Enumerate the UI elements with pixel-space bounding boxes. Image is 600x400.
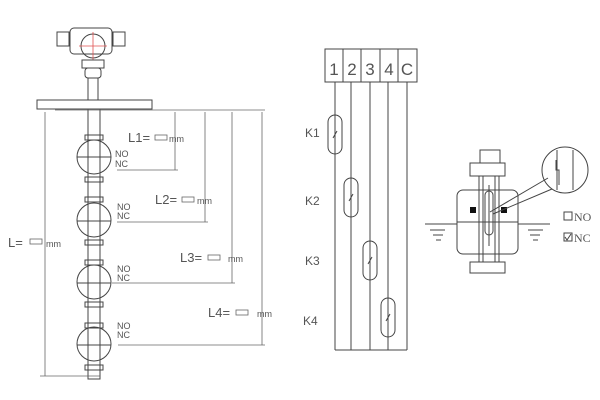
nc-checkbox[interactable] <box>563 232 573 242</box>
k4-label: K4 <box>303 314 318 328</box>
unit-label: mm <box>46 239 61 249</box>
reed-switch-k4 <box>380 297 396 338</box>
l1-label: L1= <box>128 130 150 145</box>
l4-label: L4= <box>208 305 230 320</box>
nc-label: NC <box>117 273 130 283</box>
nc-label: NC <box>115 159 128 169</box>
no-label: NO <box>117 264 131 274</box>
k1-label: K1 <box>305 126 320 140</box>
reed-switches: K1 K2 K3 K4 <box>303 114 396 338</box>
reed-switch-k1 <box>327 114 343 155</box>
unit-label: mm <box>169 134 184 144</box>
nc-label: NC <box>117 330 130 340</box>
terminal-2: 2 <box>347 60 356 79</box>
no-label: NO <box>115 149 129 159</box>
float-ball-2 <box>76 202 112 238</box>
float-ball-4 <box>76 326 112 362</box>
terminal-4: 4 <box>384 60 393 79</box>
reed-switch-k3 <box>362 240 378 281</box>
terminal-c: C <box>401 60 413 79</box>
no-checkbox[interactable] <box>563 211 573 221</box>
total-length-label: L= <box>8 235 23 250</box>
nc-option-label: NC <box>574 231 591 245</box>
no-option-label: NO <box>574 210 592 224</box>
dimension-lines <box>40 109 265 377</box>
reed-switch-k2 <box>343 177 359 218</box>
wires <box>334 82 408 351</box>
unit-label: mm <box>228 254 243 264</box>
no-label: NO <box>117 202 131 212</box>
unit-label: mm <box>197 196 212 206</box>
float-rod <box>84 108 104 380</box>
unit-label: mm <box>257 309 272 319</box>
nc-label: NC <box>117 211 130 221</box>
terminal-block: 1 2 3 4 C <box>324 48 418 83</box>
terminal-3: 3 <box>365 60 374 79</box>
length-labels: L= mm L1= mm NO NC L2= mm NO NC L3= mm N… <box>8 130 272 340</box>
check-icon <box>564 233 572 241</box>
k2-label: K2 <box>305 194 320 208</box>
water-level-symbols <box>425 223 550 241</box>
no-label: NO <box>117 321 131 331</box>
l2-label: L2= <box>155 192 177 207</box>
terminal-1: 1 <box>329 60 338 79</box>
transmitter-head <box>56 27 126 101</box>
flange <box>36 99 153 110</box>
float-ball-3 <box>76 264 112 300</box>
l3-label: L3= <box>180 250 202 265</box>
contact-type-options: NO NC <box>563 210 592 245</box>
floats <box>76 139 112 362</box>
k3-label: K3 <box>305 254 320 268</box>
float-detail <box>456 146 589 274</box>
